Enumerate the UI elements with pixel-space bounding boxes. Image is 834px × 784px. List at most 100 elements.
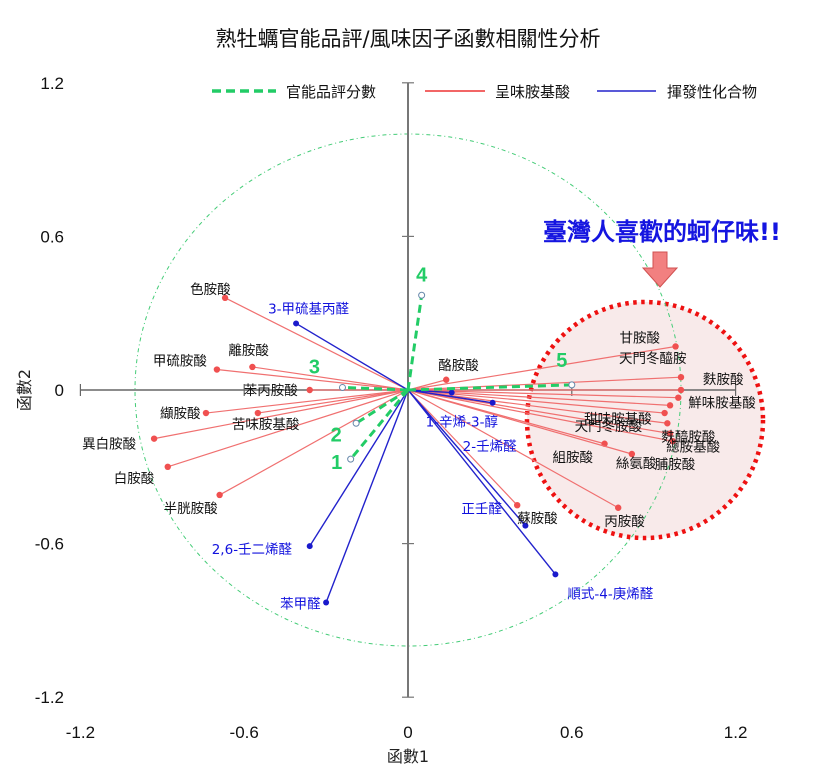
sensory-point bbox=[352, 419, 360, 427]
amino-acid-point bbox=[666, 430, 674, 437]
volatile-label: 3-甲硫基丙醛 bbox=[268, 300, 349, 317]
amino-acid-point bbox=[514, 502, 521, 509]
amino-acid-label: 總胺基酸 bbox=[666, 439, 720, 456]
amino-acid-vector bbox=[407, 389, 673, 442]
y-tick-label: 0 bbox=[55, 381, 64, 400]
amino-acid-point bbox=[202, 409, 210, 417]
down-arrow-icon bbox=[641, 251, 679, 288]
amino-acid-point bbox=[661, 409, 668, 417]
amino-acid-vector bbox=[224, 297, 409, 391]
x-tick-label: -0.6 bbox=[230, 723, 259, 742]
amino-acid-vector bbox=[219, 389, 409, 496]
amino-acid-label: 鮮味胺基酸 bbox=[688, 395, 756, 412]
callout-text: 臺灣人喜歡的蚵仔味!! bbox=[543, 218, 781, 246]
amino-acid-point bbox=[672, 343, 679, 350]
y-tick-label: -0.6 bbox=[35, 535, 64, 554]
y-axis-title: 函數2 bbox=[15, 369, 34, 411]
volatile-vector bbox=[309, 389, 409, 547]
amino-acid-point bbox=[249, 363, 256, 371]
sensory-vector bbox=[355, 388, 409, 425]
amino-acid-label: 組胺酸 bbox=[553, 450, 594, 466]
amino-acid-point bbox=[254, 409, 262, 417]
volatile-point bbox=[323, 599, 330, 606]
sensory-vector bbox=[406, 295, 424, 391]
sensory-vector bbox=[407, 383, 572, 392]
amino-acid-point bbox=[443, 376, 450, 383]
legend-label-sensory: 官能品評分數 bbox=[286, 83, 376, 101]
sensory-point bbox=[338, 383, 346, 391]
amino-acid-point bbox=[666, 402, 674, 409]
amino-acid-label: 甘胺酸 bbox=[620, 330, 661, 346]
sensory-label: 5 bbox=[556, 350, 567, 372]
volatile-label: 1-辛烯-3-醇 bbox=[426, 414, 498, 431]
amino-acid-vector bbox=[153, 389, 409, 440]
volatile-vector bbox=[407, 389, 556, 575]
amino-acid-vector bbox=[205, 389, 409, 414]
tick-labels: -1.2 -0.6 0 0.6 1.2 1.2 0.6 0 -0.6 -1.2 bbox=[35, 74, 748, 742]
sensory-point bbox=[568, 381, 576, 389]
x-tick-label: 0.6 bbox=[560, 723, 584, 742]
point-labels: 色胺酸甲硫胺酸離胺酸苯丙胺酸纈胺酸苦味胺基酸異白胺酸白胺酸半胱胺酸酪胺酸甘胺酸天… bbox=[82, 264, 756, 612]
volatile-vector bbox=[407, 389, 493, 404]
amino-acid-vector bbox=[167, 389, 409, 468]
amino-acid-label: 甜味胺基酸 bbox=[584, 410, 652, 427]
amino-acid-label: 色胺酸 bbox=[190, 281, 231, 298]
volatile-vectors bbox=[293, 320, 559, 606]
amino-acid-point bbox=[628, 450, 636, 458]
volatile-label: 正壬醛 bbox=[461, 502, 502, 518]
y-tick-label: 1.2 bbox=[40, 74, 64, 93]
amino-acid-label: 脯胺酸 bbox=[655, 457, 696, 473]
amino-acid-point bbox=[615, 504, 622, 511]
amino-acid-label: 絲氨酸 bbox=[616, 456, 657, 472]
volatile-point bbox=[522, 522, 529, 529]
legend: 官能品評分數 呈味胺基酸 揮發性化合物 bbox=[212, 83, 757, 101]
amino-acid-point bbox=[221, 294, 229, 302]
volatile-point bbox=[306, 543, 313, 550]
x-tick-label: 0 bbox=[403, 723, 412, 742]
amino-acid-label: 白胺酸 bbox=[114, 471, 155, 487]
volatile-label: 2,6-壬二烯醛 bbox=[212, 542, 293, 558]
sensory-label: 1 bbox=[331, 452, 342, 474]
amino-acid-vector bbox=[216, 368, 409, 391]
volatile-label: 順式-4-庚烯醛 bbox=[567, 586, 653, 602]
sensory-label: 3 bbox=[309, 356, 320, 378]
amino-acid-vector bbox=[257, 389, 409, 414]
x-tick-label: -1.2 bbox=[66, 723, 95, 742]
amino-acid-point bbox=[164, 463, 171, 470]
amino-acid-vector bbox=[407, 345, 676, 391]
sensory-label: 4 bbox=[416, 264, 428, 286]
amino-acid-label: 麩胺酸 bbox=[703, 372, 744, 388]
y-tick-label: 0.6 bbox=[40, 227, 64, 246]
amino-acid-point bbox=[677, 386, 685, 394]
amino-acid-label: 天門冬胺酸 bbox=[575, 419, 643, 435]
amino-acid-point bbox=[216, 491, 223, 499]
amino-acid-point bbox=[675, 394, 682, 401]
sensory-vector bbox=[342, 385, 409, 392]
amino-acid-vector bbox=[407, 389, 518, 506]
volatile-point bbox=[552, 571, 559, 578]
amino-acid-label: 甲硫胺酸 bbox=[153, 354, 207, 370]
y-tick-label: -1.2 bbox=[35, 688, 64, 707]
x-axis-title: 函數1 bbox=[387, 747, 429, 766]
amino-acid-vector bbox=[407, 389, 633, 455]
amino-acid-point bbox=[150, 435, 158, 442]
amino-acid-vector bbox=[252, 366, 409, 391]
sensory-label: 2 bbox=[331, 424, 342, 446]
volatile-point bbox=[448, 389, 455, 396]
amino-acid-point bbox=[664, 420, 671, 427]
volatile-vector bbox=[325, 389, 409, 603]
legend-label-amino: 呈味胺基酸 bbox=[495, 83, 570, 101]
volatile-label: 苯甲醛 bbox=[280, 596, 321, 612]
volatile-point bbox=[489, 399, 496, 406]
amino-acid-point bbox=[213, 366, 221, 373]
amino-acid-label: 丙胺酸 bbox=[604, 514, 645, 530]
amino-acid-label: 麩醯胺酸 bbox=[661, 429, 715, 445]
amino-acid-vector bbox=[407, 389, 668, 424]
amino-acid-label: 苦味胺基酸 bbox=[232, 416, 300, 433]
x-tick-label: 1.2 bbox=[724, 723, 748, 742]
amino-acid-point bbox=[677, 374, 685, 381]
sensory-vector bbox=[349, 389, 410, 461]
volatile-vector bbox=[295, 322, 409, 391]
amino-acid-label: 苯丙胺酸 bbox=[244, 383, 298, 399]
